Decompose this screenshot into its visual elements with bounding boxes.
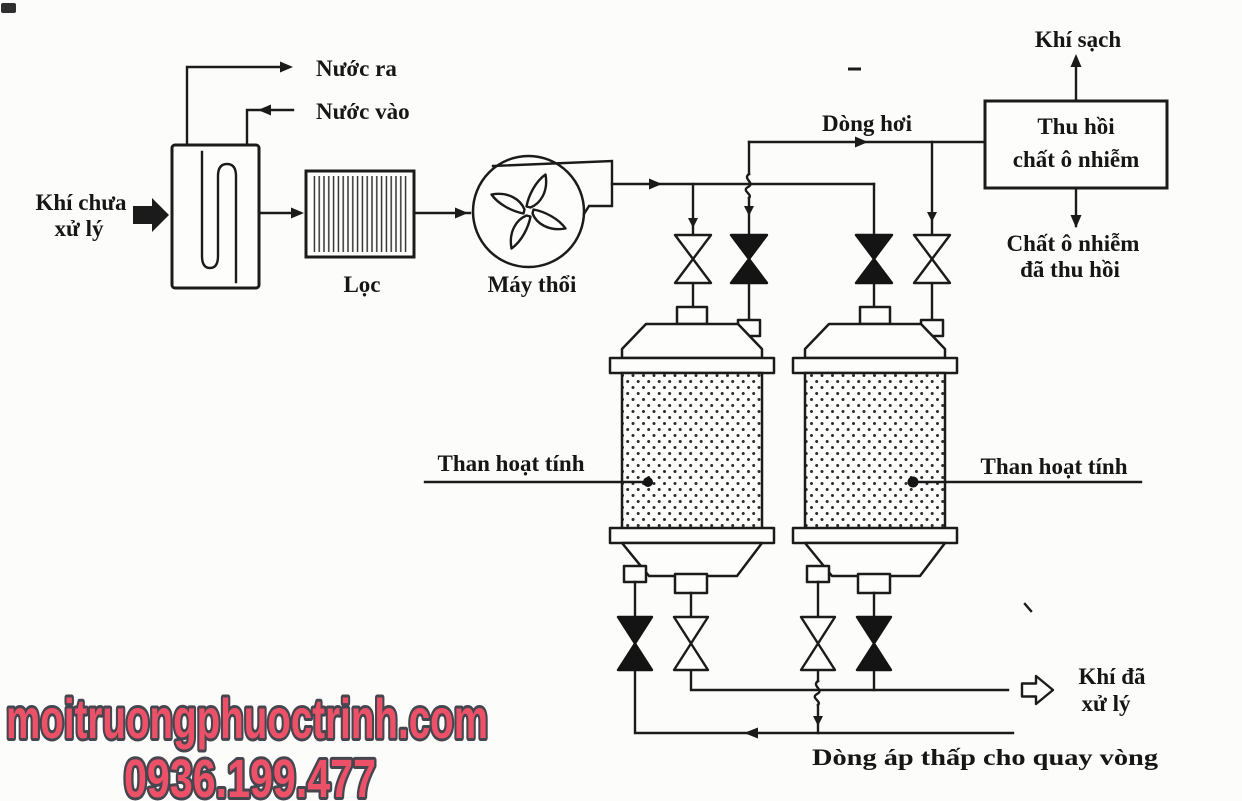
treated-gas-pipe — [689, 668, 1010, 692]
top-dome — [803, 322, 947, 360]
nozzle — [622, 564, 648, 584]
line-jump-squiggle-bottom — [813, 679, 821, 707]
nozzle-to-valve-stubs — [633, 580, 876, 619]
recovery-box — [983, 99, 1169, 190]
label-recovery-line1: Thu hồi — [1037, 114, 1115, 139]
heat-exchanger-shell — [170, 143, 261, 290]
label-blower: Máy thổi — [488, 272, 577, 297]
carbon-callout-right — [907, 476, 1143, 488]
vapor-arrow-icon — [855, 136, 868, 148]
discharge-arrow-icon — [649, 178, 662, 190]
small-down-arrow-icon — [927, 212, 937, 222]
label-filter: Lọc — [343, 272, 380, 297]
cooling-coil — [200, 150, 238, 284]
bottom-piping — [633, 580, 1055, 739]
valve-closed-bottom-col1 — [616, 615, 654, 672]
small-down-arrow-icon — [688, 218, 698, 228]
watermark-phone: 0936.199.477 — [124, 749, 376, 801]
filter-unit — [257, 169, 472, 259]
recycle-pipe — [633, 668, 1015, 735]
bottom-flange — [791, 526, 959, 545]
small-down-arrow-icon — [744, 206, 754, 216]
top-flange — [791, 356, 959, 375]
filter-to-blower-arrow-icon — [455, 207, 468, 219]
label-water-in: Nước vào — [316, 99, 410, 124]
water-out-pipe — [185, 65, 282, 147]
carbon-bed — [803, 371, 947, 532]
valve-closed-bottom-col2 — [855, 615, 893, 672]
top-flange — [608, 356, 776, 375]
blower-volute — [491, 159, 614, 216]
label-recovered-pollutant-line1: Chất ô nhiễm — [1007, 231, 1140, 256]
label-activated-carbon-left: Than hoạt tính — [437, 451, 584, 476]
label-activated-carbon-right: Than hoạt tính — [980, 454, 1127, 479]
label-treated-gas-line2: xử lý — [1082, 691, 1131, 716]
top-dome — [620, 322, 764, 360]
nozzle — [858, 305, 892, 326]
nozzle — [856, 572, 892, 595]
recovered-pollutant-arrow-icon — [1070, 215, 1082, 228]
water-in-pipe — [245, 108, 295, 147]
line-jump-squiggle-top — [744, 172, 752, 200]
clean-gas-arrow-icon — [1070, 54, 1082, 67]
valve-closed-top-col1 — [729, 233, 769, 285]
adsorber-column-2 — [791, 305, 959, 595]
carbon-bed — [620, 371, 764, 532]
carbon-callout-left — [423, 477, 653, 487]
label-vapor-stream: Dòng hơi — [822, 111, 913, 136]
valve-open-bottom-col1 — [672, 615, 710, 672]
nozzle — [675, 305, 709, 326]
valve-open-top-col2 — [912, 233, 952, 285]
adsorber-column-1 — [608, 305, 776, 595]
blower-casing — [471, 154, 586, 269]
pointer-dot-icon — [907, 476, 919, 488]
top-piping — [610, 136, 987, 322]
valve-closed-top-col2 — [854, 233, 894, 285]
treated-gas-outlet-arrow-icon — [1020, 674, 1055, 706]
water-in-arrow-icon — [258, 104, 271, 116]
recycle-arrow-icon — [744, 727, 758, 739]
valve-open-bottom-col2 — [799, 615, 837, 672]
label-treated-gas-line1: Khí đã — [1078, 664, 1146, 689]
label-recovery-line2: chất ô nhiễm — [1013, 147, 1140, 172]
label-recovered-pollutant-line2: đã thu hồi — [1020, 257, 1120, 282]
watermark-website: moitruongphuoctrinh.com — [6, 687, 488, 750]
blower-unit — [471, 154, 614, 269]
heat-exchanger — [170, 61, 295, 290]
nozzle — [805, 564, 831, 584]
label-water-out: Nước ra — [316, 56, 397, 81]
water-out-arrow-icon — [280, 61, 293, 73]
label-low-pressure-recycle: Dòng áp thấp cho quay vòng — [812, 745, 1159, 770]
fan-icon — [490, 173, 567, 250]
label-untreated-gas-line2: xử lý — [55, 216, 104, 241]
valve-to-nozzle-stubs — [691, 281, 934, 322]
pointer-dot-icon — [643, 477, 653, 487]
small-down-arrow-icon — [813, 716, 823, 726]
label-untreated-gas-line1: Khí chưa — [35, 190, 127, 215]
bottom-flange — [608, 526, 776, 545]
recovery-unit — [983, 54, 1169, 228]
scan-artifact-tick — [1023, 602, 1033, 613]
scan-artifact-mark — [1, 3, 16, 13]
untreated-gas-inlet-arrow-icon — [133, 198, 169, 232]
label-clean-gas: Khí sạch — [1035, 27, 1121, 52]
hx-to-filter-arrow-icon — [291, 207, 304, 219]
filter-media — [312, 176, 408, 252]
valve-open-top-col1 — [673, 233, 713, 285]
nozzle — [673, 572, 709, 595]
